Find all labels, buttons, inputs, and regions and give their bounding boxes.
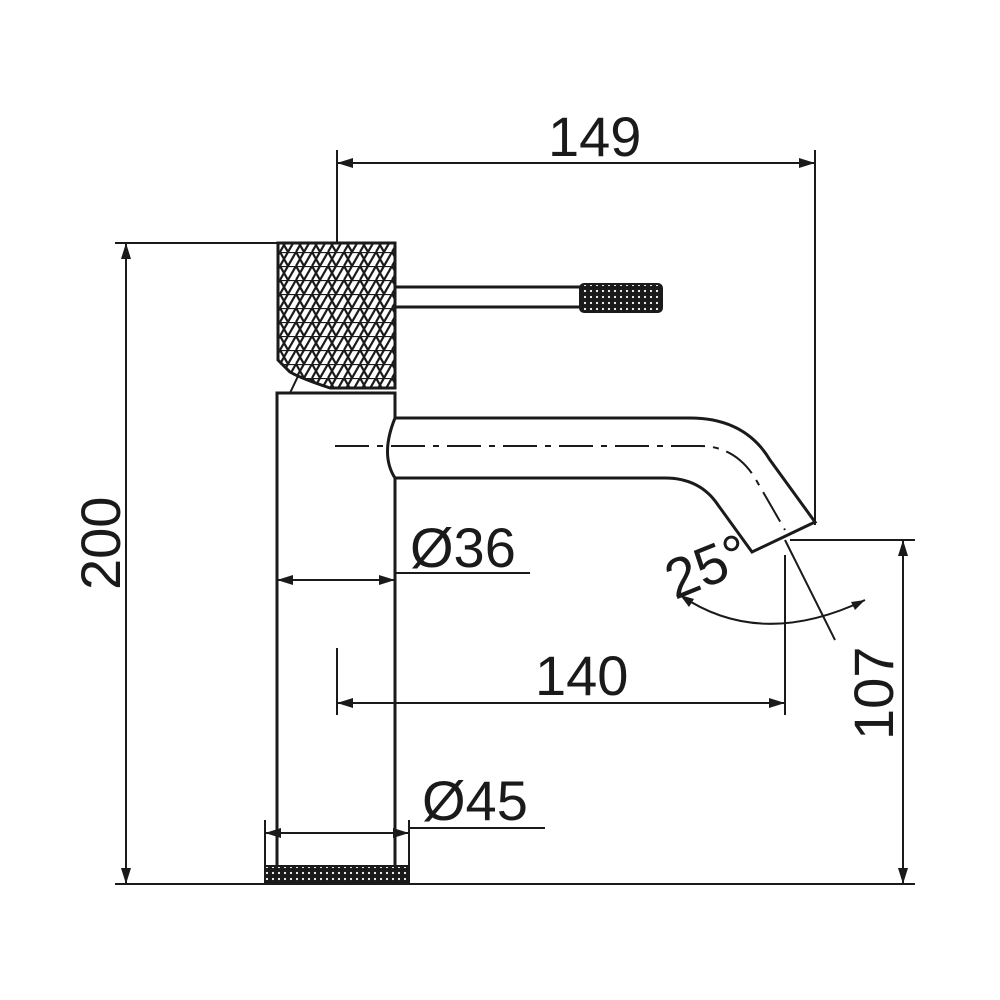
faucet-base-plate <box>264 865 410 885</box>
lever-grip <box>579 283 663 313</box>
base-diameter-label: Ø45 <box>422 769 528 832</box>
faucet-body <box>264 241 818 885</box>
spout-centerline <box>335 445 786 531</box>
spout <box>386 416 818 554</box>
knurled-handle <box>276 241 397 390</box>
body-diameter-label: Ø36 <box>410 516 516 579</box>
reach-label: 149 <box>548 105 641 168</box>
angle-arc <box>679 594 866 625</box>
dimension-lines <box>115 150 915 885</box>
faucet-column <box>275 391 397 872</box>
spout-length-label: 140 <box>535 644 628 707</box>
height-label: 200 <box>69 497 132 590</box>
lever-bar <box>393 285 587 309</box>
outlet-height-label: 107 <box>842 647 905 740</box>
